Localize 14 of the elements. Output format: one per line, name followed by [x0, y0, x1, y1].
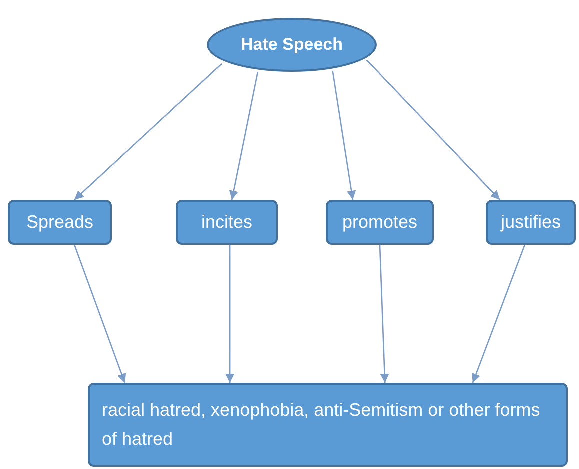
process-box: promotes [326, 200, 434, 245]
process-box: Spreads [8, 200, 112, 245]
ellipse-node: Hate Speech [207, 18, 377, 72]
arrow [226, 245, 235, 383]
arrow [379, 244, 390, 384]
arrow [74, 244, 126, 384]
arrow [332, 70, 356, 200]
arrow [366, 60, 500, 200]
process-box: justifies [486, 200, 576, 245]
arrow [472, 244, 526, 384]
arrow [74, 63, 222, 200]
process-box: racial hatred, xenophobia, anti-Semitism or other forms of hatred [88, 383, 568, 467]
process-box: incites [176, 200, 278, 245]
arrow [229, 72, 259, 200]
